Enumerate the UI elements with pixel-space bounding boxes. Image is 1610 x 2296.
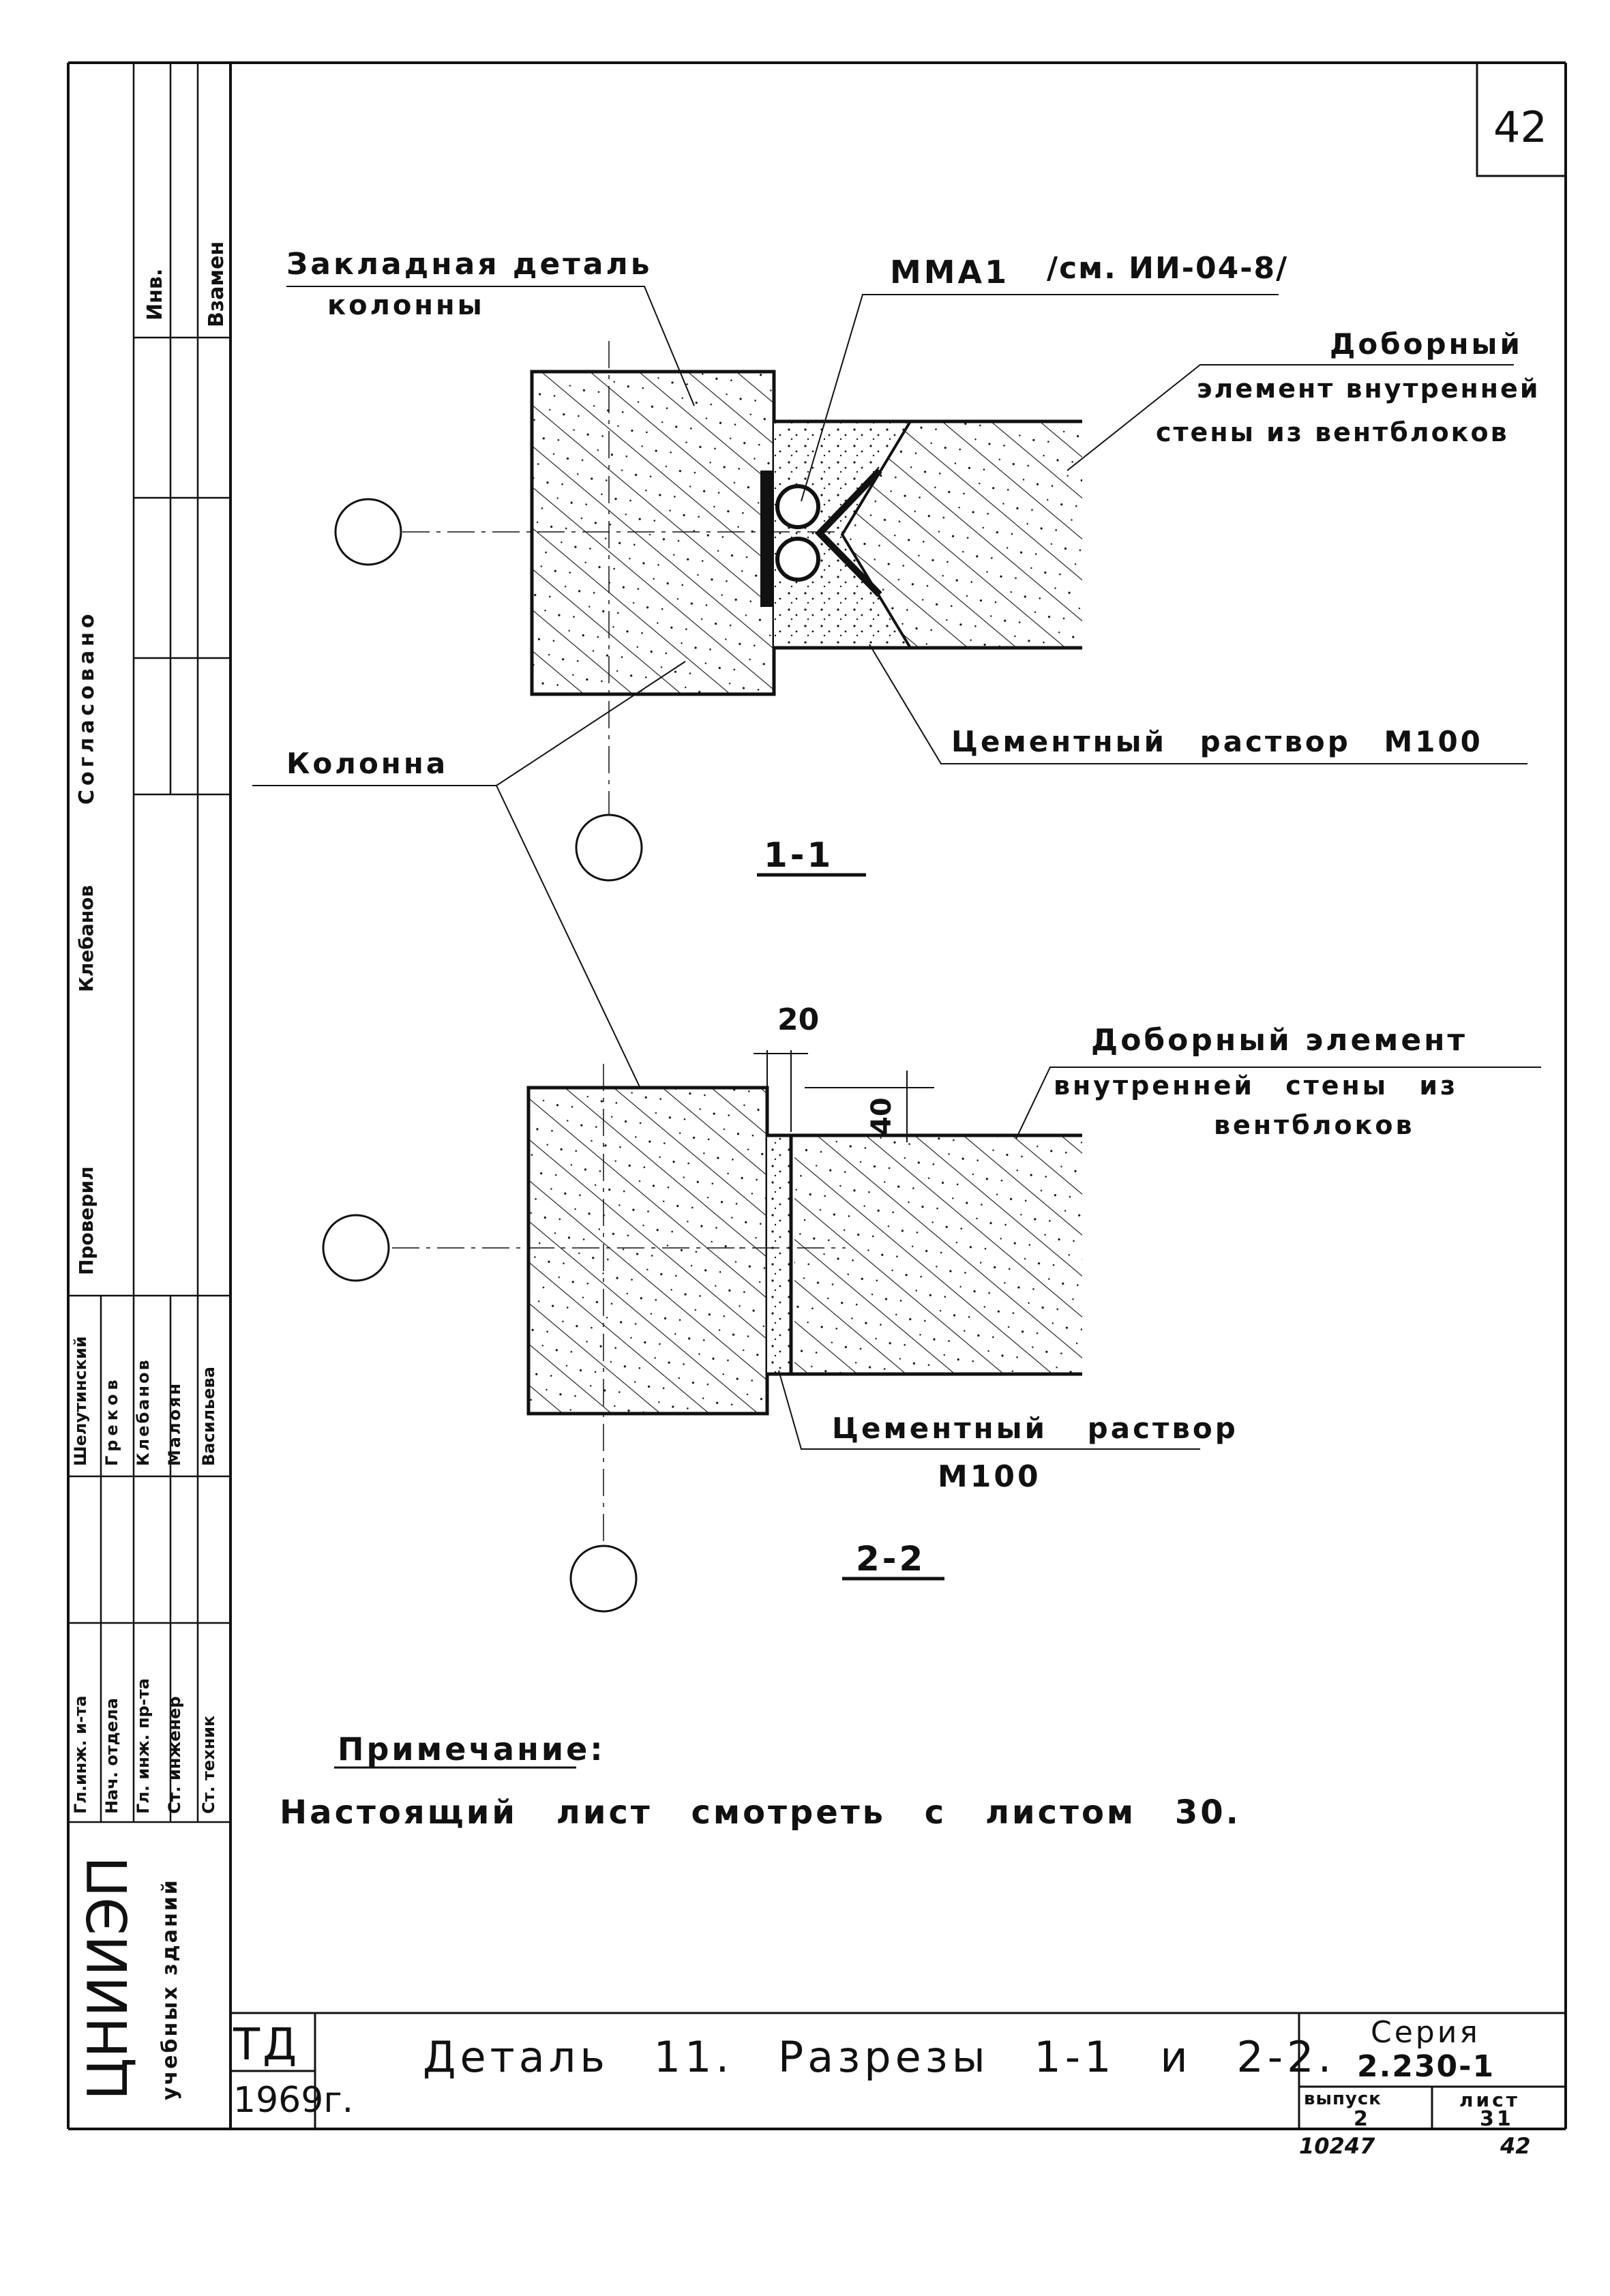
bottom-page-number: 42	[1500, 2133, 1531, 2159]
column-block-1	[530, 370, 776, 696]
note-heading: Примечание:	[338, 1731, 606, 1768]
rod-top	[775, 484, 820, 529]
role-1: Гл.инж. и-та	[71, 1695, 90, 1814]
angle-clip	[815, 468, 882, 597]
issue-value: 2	[1354, 2107, 1371, 2131]
left-stamp-grid	[68, 63, 230, 1823]
label-mortar-2-line1: Цементный раствор	[832, 1412, 1238, 1445]
label-embedded-part-1: Закладная деталь	[286, 247, 653, 282]
label-column: Колонна	[286, 747, 449, 780]
role-3: Гл. инж. пр-та	[134, 1678, 153, 1814]
role-5: Ст. техник	[199, 1715, 218, 1814]
td-label: ТД	[233, 2020, 300, 2070]
sheet-value: 31	[1480, 2107, 1514, 2131]
stamp-col-replaces: Взамен	[205, 241, 228, 327]
checked-name: Клебанов	[75, 884, 98, 992]
stamp-col-inv: Инв.	[143, 268, 167, 320]
label-ref: /см. ИИ-04-8/	[1047, 251, 1289, 286]
label-mortar-2-line2: М100	[938, 1459, 1041, 1494]
series-label: Серия	[1371, 2015, 1480, 2050]
rod-bottom	[775, 537, 820, 582]
label-addon-2-line1: Доборный элемент	[1091, 1023, 1468, 1058]
name-1: Шелутинский	[71, 1336, 90, 1466]
label-addon-1-line3: стены из вентблоков	[1156, 417, 1509, 447]
axis-bubble-h2	[322, 1214, 390, 1282]
axis-bubble-v1	[575, 814, 643, 882]
issue-label: выпуск	[1304, 2089, 1382, 2109]
name-4: Малоян	[165, 1381, 184, 1466]
org-name: ЦНИИЭП	[76, 1856, 140, 2100]
series-value: 2.230-1	[1357, 2049, 1495, 2084]
axis-bubble-h1	[334, 498, 402, 566]
sheet-label: лист	[1459, 2089, 1520, 2111]
embedded-plate	[760, 471, 773, 607]
stamp-col-agreed: Согласовано	[75, 610, 99, 805]
year-label: 1969г.	[233, 2080, 354, 2121]
name-5: Васильева	[199, 1367, 218, 1466]
section-1-1-drawing	[252, 286, 1527, 1119]
label-addon-2-line3: вентблоков	[1214, 1110, 1415, 1140]
title-block-grid	[230, 2012, 1566, 2129]
note-text: Настоящий лист смотреть с листом 30.	[280, 1793, 1241, 1832]
name-2: Греков	[102, 1375, 121, 1466]
drawing-title: Деталь 11. Разрезы 1-1 и 2-2.	[423, 2032, 1336, 2082]
dim-offset-40: 40	[866, 1097, 897, 1135]
section-2-2-drawing	[322, 1050, 1541, 1613]
checked-label: Проверил	[75, 1166, 98, 1275]
axis-bubble-v2	[569, 1545, 638, 1613]
section-mark-1-1: 1-1	[764, 835, 834, 875]
role-2: Нач. отдела	[102, 1697, 121, 1814]
sheet-frame	[67, 61, 1567, 2130]
column-block-2	[526, 1086, 769, 1416]
label-embedded-part-2: колонны	[327, 290, 485, 321]
label-mortar-1: Цементный раствор М100	[951, 725, 1483, 758]
label-mma: ММА1	[890, 254, 1010, 290]
page-number: 42	[1493, 102, 1547, 152]
addon-block-1	[842, 421, 1082, 648]
label-addon-1-line1: Доборный	[1330, 327, 1523, 361]
addon-block-2	[794, 1135, 1082, 1374]
org-sub: учебных зданий	[158, 1878, 182, 2100]
label-addon-2-line2: внутренней стены из	[1054, 1071, 1459, 1101]
dim-gap-20: 20	[777, 1002, 820, 1037]
name-3: Клебанов	[134, 1358, 153, 1466]
section-mark-2-2: 2-2	[856, 1539, 926, 1579]
label-addon-1-line2: элемент внутренней	[1197, 374, 1540, 404]
bottom-code: 10247	[1299, 2133, 1375, 2159]
role-4: Ст. инженер	[165, 1696, 184, 1814]
